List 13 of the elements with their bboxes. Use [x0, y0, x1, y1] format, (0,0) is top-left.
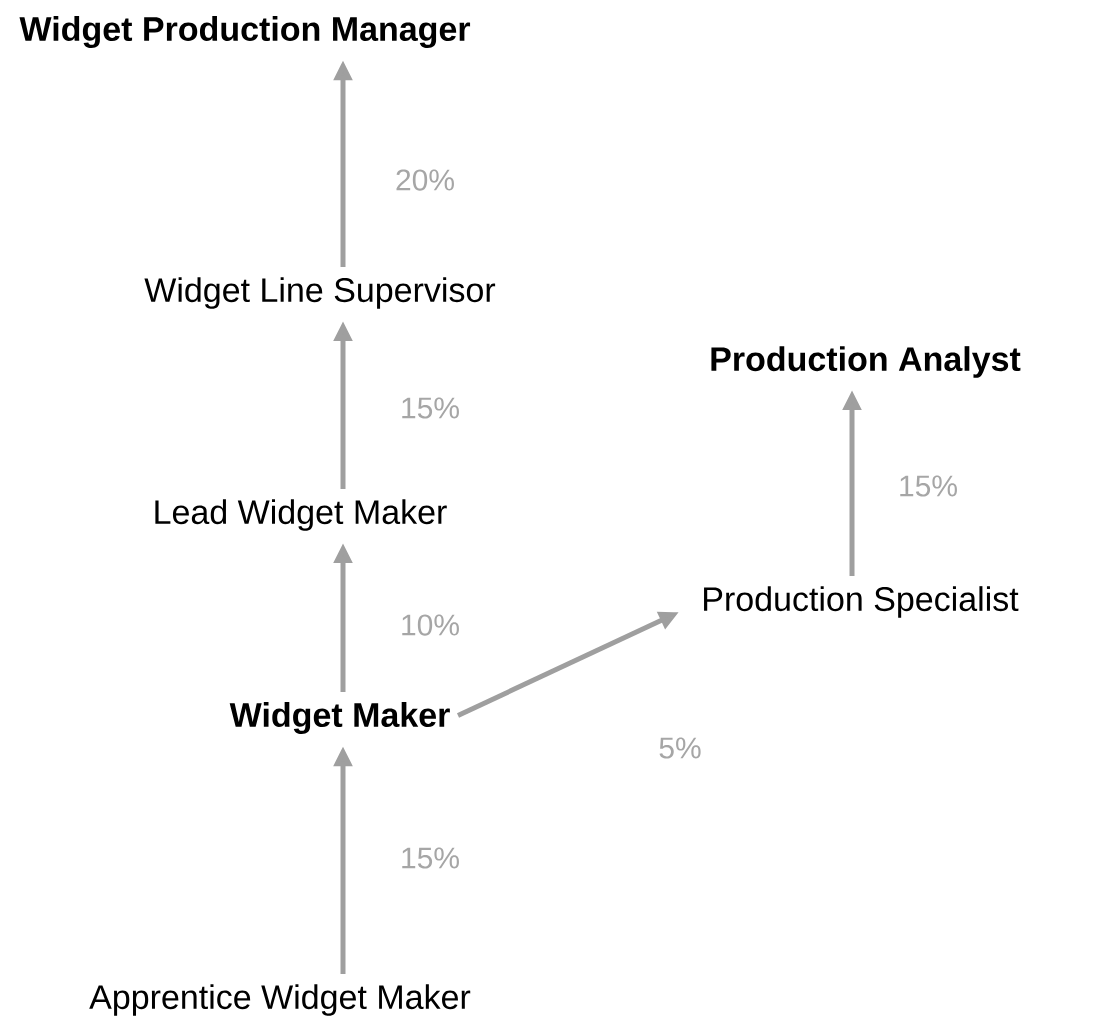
- role-label: Lead Widget Maker: [155, 499, 447, 531]
- edge-label: 20%: [396, 169, 454, 191]
- edge-label: 5%: [659, 737, 701, 759]
- edge-label: 15%: [900, 475, 957, 497]
- role-title: Widget Production Manager: [19, 16, 471, 48]
- role-label: Widget Line Supervisor: [144, 277, 496, 309]
- role-label: Production Specialist: [704, 586, 1019, 618]
- edge-label: 15%: [402, 397, 459, 419]
- role-label: Apprentice Widget Maker: [89, 984, 471, 1016]
- edge-label: 10%: [402, 614, 459, 636]
- role-title: Widget Maker: [229, 702, 450, 734]
- edge-label: 15%: [402, 847, 459, 869]
- role-title: Production Analyst: [711, 346, 1021, 378]
